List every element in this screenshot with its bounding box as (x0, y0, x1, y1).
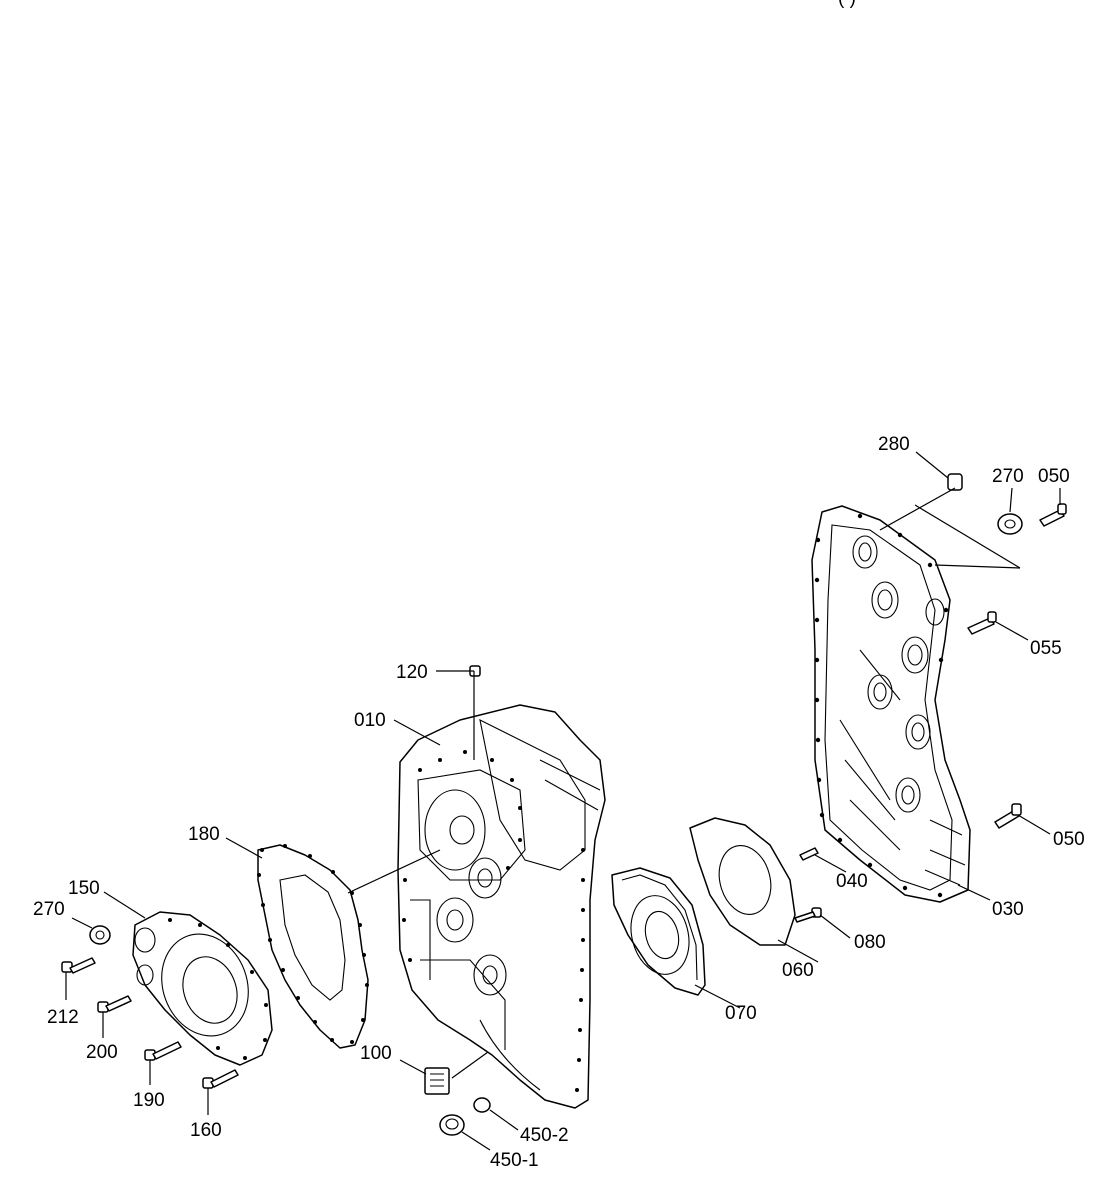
part-070-seal-cover (611, 867, 706, 996)
label-120: 120 (396, 662, 428, 683)
label-200: 200 (86, 1042, 118, 1063)
label-270-left: 270 (33, 899, 65, 920)
part-010-main-housing (397, 704, 606, 1109)
label-080: 080 (854, 932, 886, 953)
label-040: 040 (836, 871, 868, 892)
part-060-shield (689, 817, 796, 946)
label-030: 030 (992, 899, 1024, 920)
label-280: 280 (878, 434, 910, 455)
part-160-screw (202, 1069, 239, 1089)
part-190-screw (144, 1041, 182, 1061)
part-180-gasket (257, 844, 369, 1049)
part-270-ring-top (997, 513, 1023, 535)
label-055: 055 (1030, 638, 1062, 659)
part-450-2-oring (473, 1097, 491, 1113)
label-212: 212 (47, 1007, 79, 1028)
label-070: 070 (725, 1003, 757, 1024)
part-150-front-cover (132, 911, 273, 1066)
part-450-1-plug (439, 1114, 465, 1136)
header-fragment: ( ) (838, 0, 856, 9)
label-150: 150 (68, 878, 100, 899)
label-270-top: 270 (992, 466, 1024, 487)
part-labels: 280 270 050 055 120 010 180 150 270 212 … (33, 434, 1085, 1171)
part-280-plug (947, 473, 963, 491)
label-060: 060 (782, 960, 814, 981)
part-270-ring-left (89, 925, 111, 945)
label-050-top: 050 (1038, 466, 1070, 487)
part-050-screw-top (1039, 503, 1067, 527)
part-030-housing-cover (811, 505, 971, 903)
part-212-screw (61, 957, 96, 974)
label-190: 190 (133, 1090, 165, 1111)
part-050-screw-right (994, 803, 1022, 829)
label-010: 010 (354, 710, 386, 731)
label-050-right: 050 (1053, 829, 1085, 850)
label-450-2: 450-2 (520, 1125, 569, 1146)
part-080-screw (794, 907, 822, 923)
label-160: 160 (190, 1120, 222, 1141)
label-100: 100 (360, 1043, 392, 1064)
part-100-filter (424, 1067, 450, 1095)
part-200-screw (97, 995, 132, 1013)
label-450-1: 450-1 (490, 1150, 539, 1171)
label-180: 180 (188, 824, 220, 845)
part-055-screw (967, 611, 997, 635)
part-040-pin (799, 847, 819, 861)
leader-lines (65, 451, 1061, 1151)
